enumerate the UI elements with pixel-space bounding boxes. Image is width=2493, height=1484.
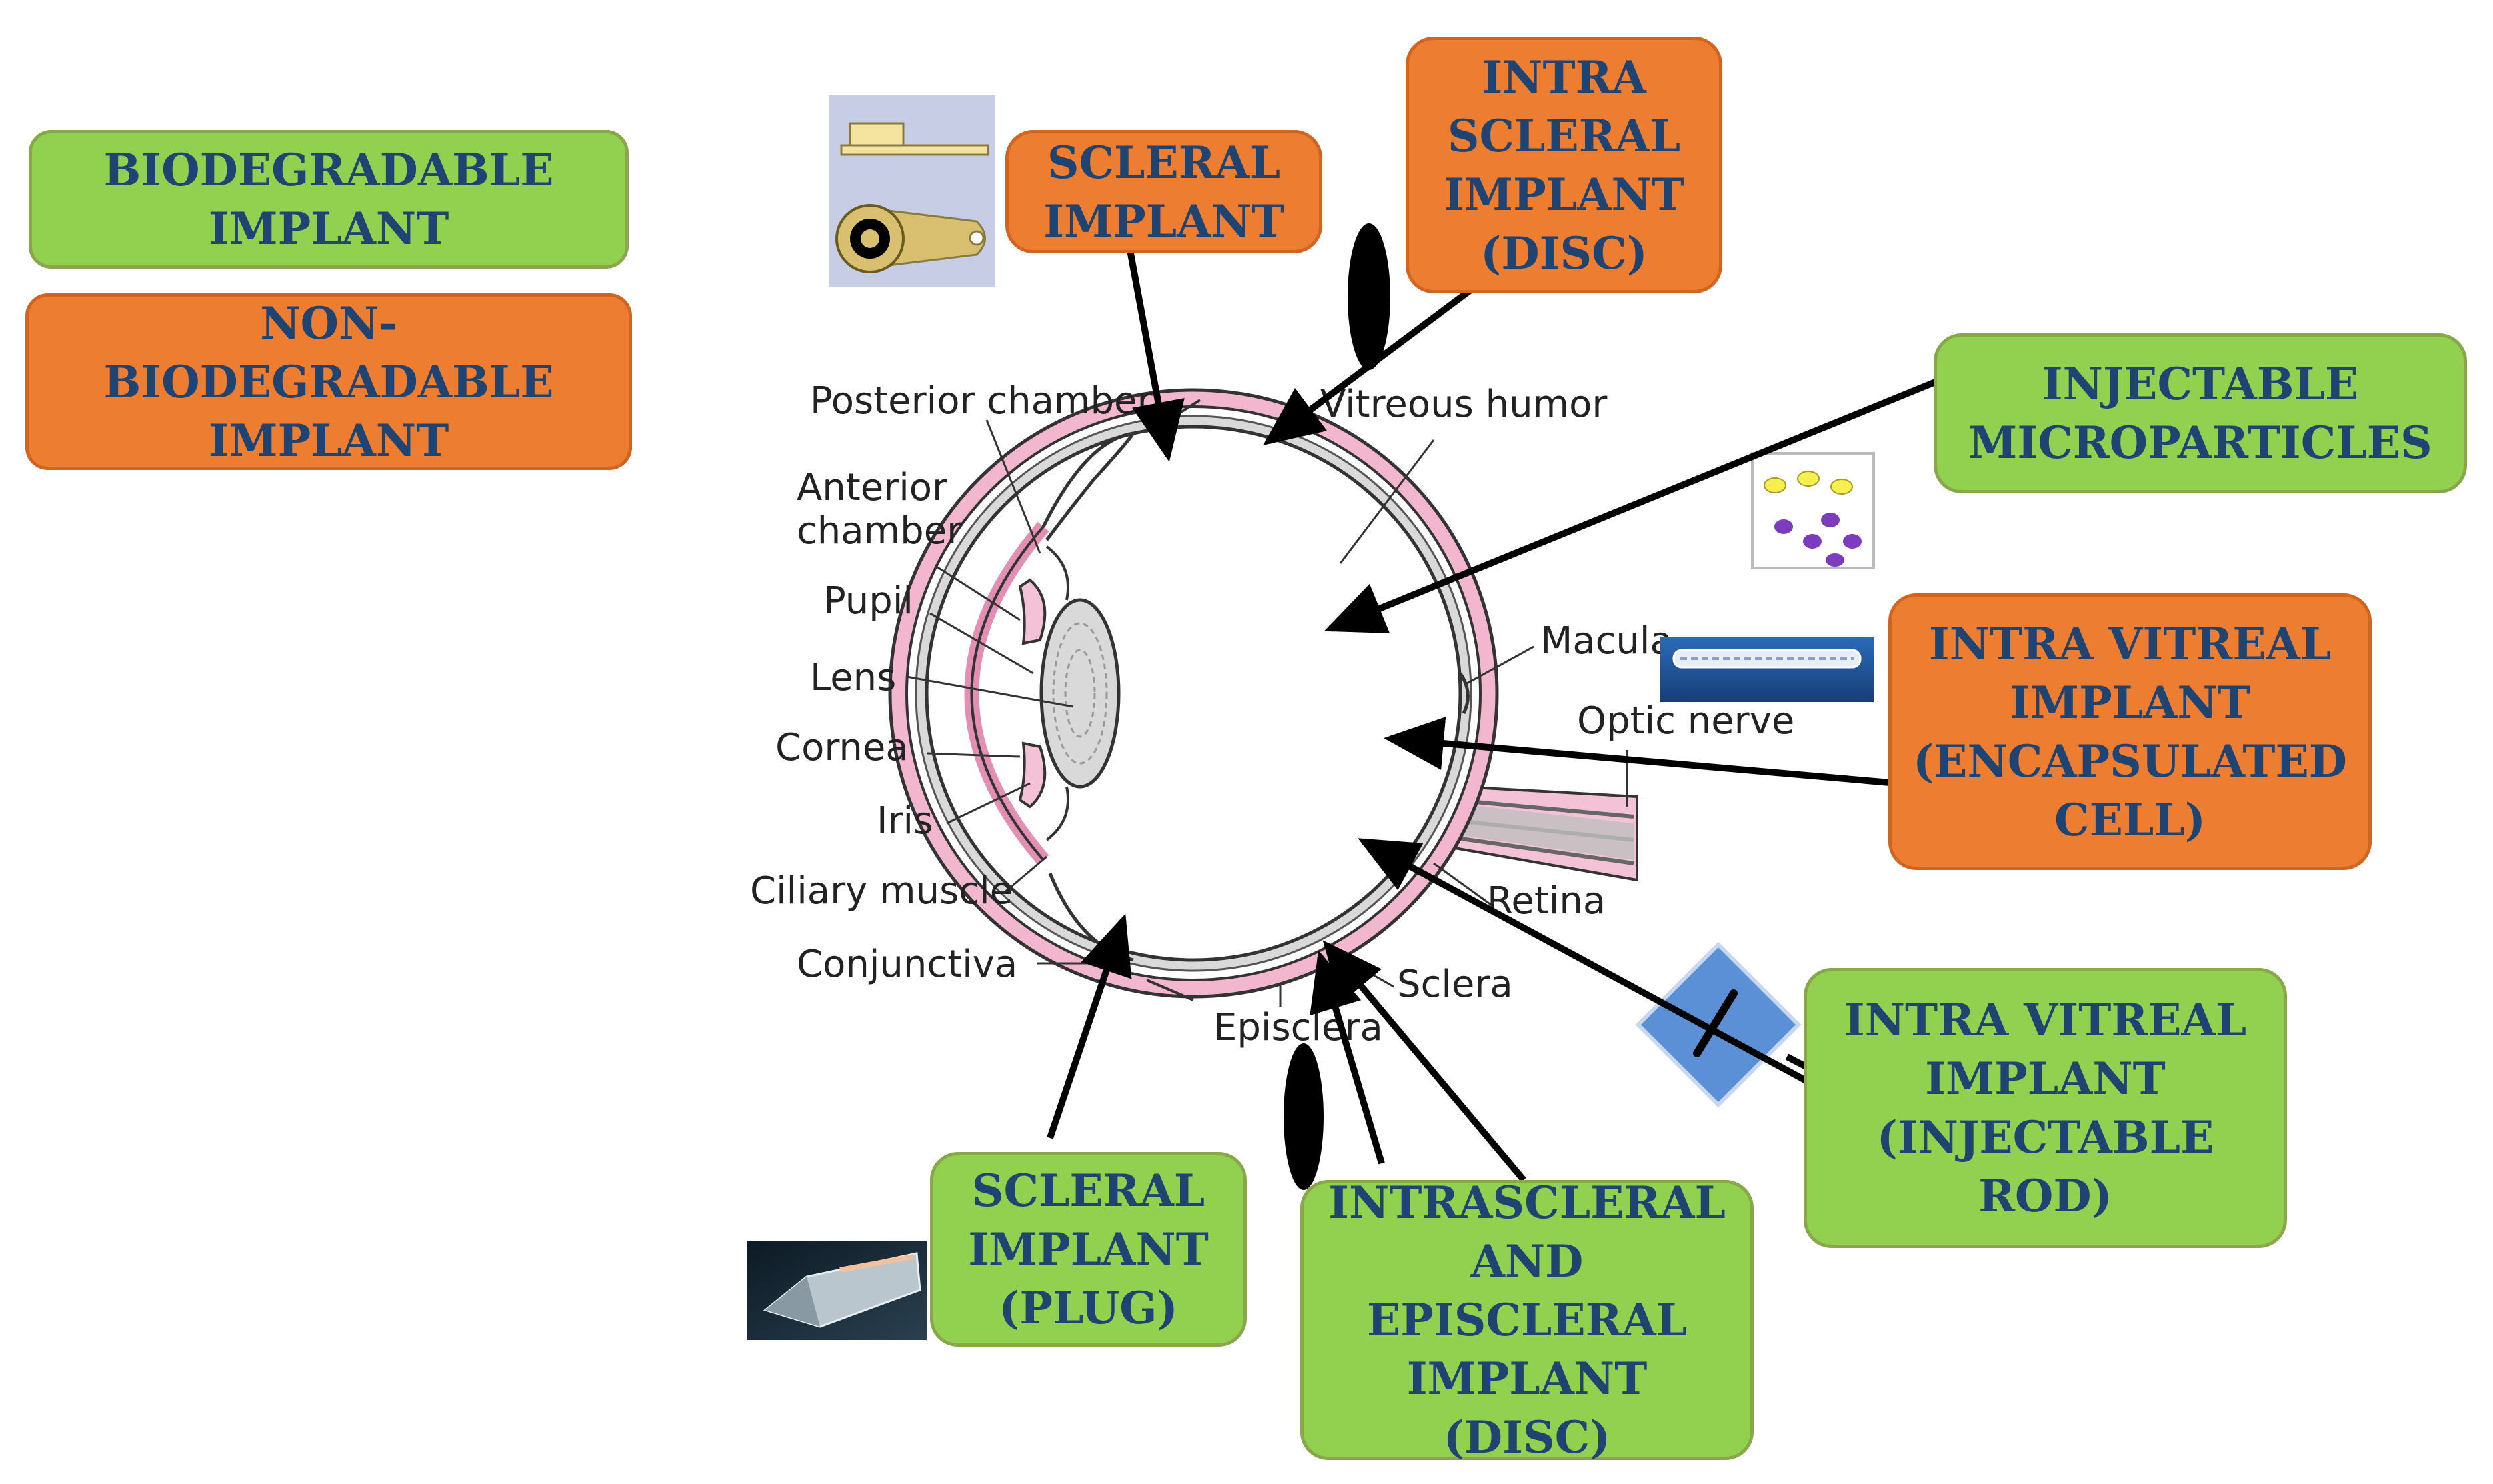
implant-arrows — [1047, 249, 1938, 1183]
intrascleral-episcleral-disc-box: INTRASCLERAL AND EPISCLERAL IMPLANT (DIS… — [1300, 1177, 1754, 1463]
label-iris: Iris — [877, 799, 933, 843]
label-conjunctiva: Conjunctiva — [797, 943, 1017, 986]
disc-implant-icon — [1348, 223, 1390, 370]
label-cornea: Cornea — [775, 726, 909, 769]
scleral-implant-device-image — [829, 95, 995, 287]
intra-vitreal-rod-box: INTRA VITREAL IMPLANT (INJECTABLE ROD) — [1804, 968, 2287, 1248]
intra-vitreal-encapsulated-box: INTRA VITREAL IMPLANT (ENCAPSULATED CELL… — [1888, 593, 2372, 870]
label-anterior-chamber-1: Anterior — [797, 466, 948, 509]
conjunctiva — [1041, 431, 1137, 541]
label-posterior-chamber: Posterior chamber — [810, 379, 1153, 423]
injectable-microparticles-box: INJECTABLE MICROPARTICLES — [1934, 333, 2467, 493]
scleral-implant-box: SCLERAL IMPLANT — [1005, 130, 1322, 253]
label-macula: Macula — [1540, 619, 1673, 663]
legend-non-biodegradable: NON-BIODEGRADABLE IMPLANT — [25, 293, 632, 470]
label-ciliary-muscle: Ciliary muscle — [750, 869, 1013, 913]
iris — [1018, 545, 1069, 841]
encapsulated-cell-device-image — [1660, 637, 1874, 702]
scleral-plug-image — [747, 1241, 927, 1340]
label-optic-nerve: Optic nerve — [1577, 699, 1794, 743]
microparticles-image — [1751, 452, 1875, 569]
injectable-rod-image — [1635, 941, 1802, 1108]
label-vitreous-humor: Vitreous humor — [1320, 383, 1608, 426]
lens — [1039, 598, 1121, 789]
label-anterior-chamber-2: chamber — [797, 509, 963, 553]
intra-scleral-disc-box: INTRA SCLERAL IMPLANT (DISC) — [1406, 37, 1722, 293]
label-episclera: Episclera — [1213, 1006, 1383, 1049]
label-lens: Lens — [810, 656, 896, 699]
scleral-plug-box: SCLERAL IMPLANT (PLUG) — [930, 1152, 1247, 1347]
label-pupil: Pupil — [823, 579, 913, 623]
label-sclera: Sclera — [1397, 963, 1513, 1006]
disc-implant-icon — [1284, 1043, 1324, 1190]
legend-biodegradable: BIODEGRADABLE IMPLANT — [29, 130, 629, 269]
